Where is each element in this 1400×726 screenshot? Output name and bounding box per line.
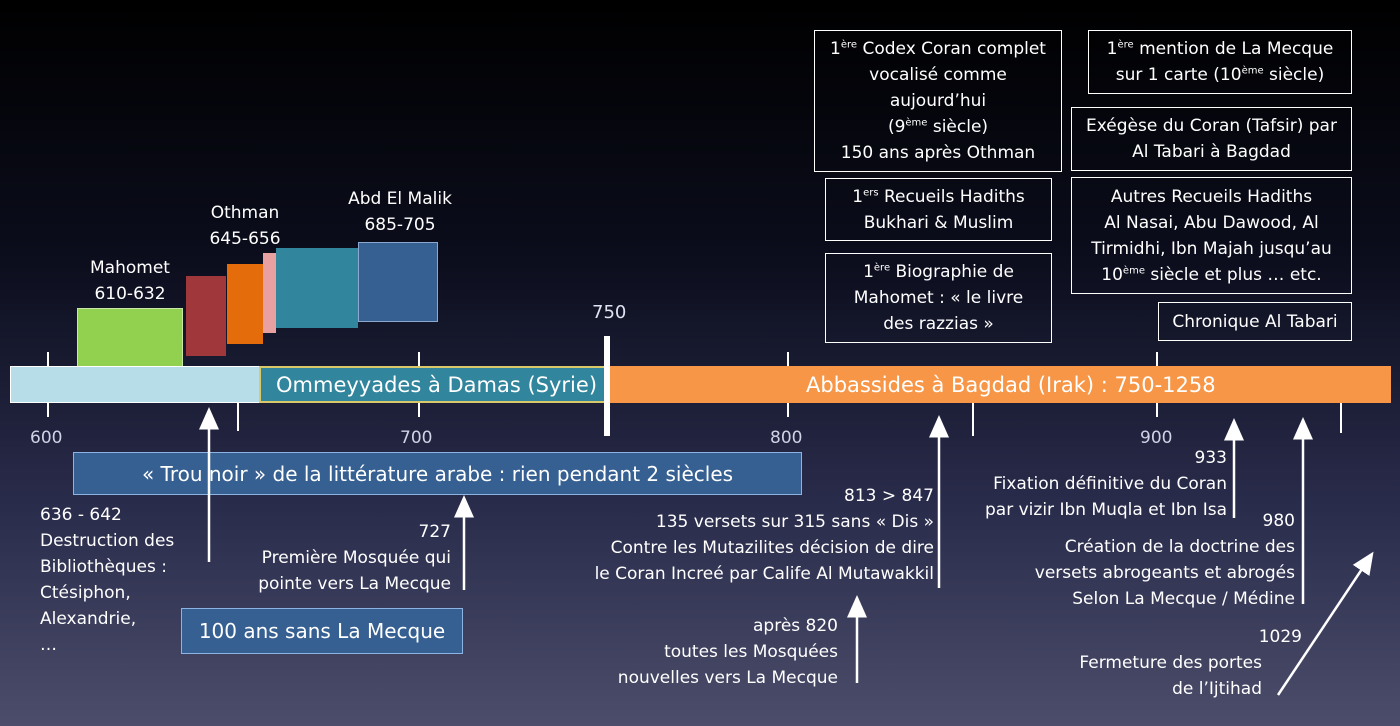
tick-label-900: 900 bbox=[1140, 428, 1173, 448]
caliph-block-1 bbox=[186, 276, 226, 356]
tick-950 bbox=[1340, 403, 1342, 433]
marker-750-label: 750 bbox=[592, 302, 627, 323]
cent-ans-banner: 100 ans sans La Mecque bbox=[181, 608, 463, 654]
tick-800-top bbox=[787, 352, 789, 366]
event-933: Fixation définitive du Coran par vizir I… bbox=[985, 474, 1227, 520]
tick-600-bottom bbox=[47, 403, 49, 417]
tick-800-bottom bbox=[787, 403, 789, 417]
caliph-block-3 bbox=[263, 253, 276, 333]
caliph-block-4 bbox=[276, 248, 358, 328]
othman-label: Othman 645-656 bbox=[209, 203, 281, 249]
tick-850 bbox=[972, 403, 974, 436]
tick-label-600: 600 bbox=[30, 428, 63, 448]
tick-900-bottom bbox=[1156, 403, 1158, 417]
timeline-ommeyyades bbox=[259, 366, 607, 403]
timeline-early bbox=[10, 366, 260, 403]
abd-el-malik-label: Abd El Malik 685-705 bbox=[348, 189, 452, 235]
tick-750 bbox=[604, 336, 610, 436]
biographie-text: 1ère Biographie de Mahomet : « le livre … bbox=[853, 262, 1024, 334]
event-636-642: 636 - 642 Destruction des Bibliothèques … bbox=[40, 505, 175, 655]
mecque-carte-text: 1ère mention de La Mecque sur 1 carte (1… bbox=[1106, 39, 1334, 85]
tick-700-top bbox=[418, 352, 420, 366]
timeline-abbassides bbox=[607, 366, 1391, 403]
event-980-year: 980 bbox=[1262, 511, 1295, 531]
event-820: après 820 toutes les Mosquées nouvelles … bbox=[617, 616, 838, 688]
tick-900-top bbox=[1156, 352, 1158, 366]
abd-el-malik-block bbox=[358, 242, 438, 322]
caliph-block-2 bbox=[227, 264, 263, 344]
event-813-847: 813 > 847 135 versets sur 315 sans « Dis… bbox=[594, 486, 934, 584]
mahomet-label: Mahomet 610-632 bbox=[90, 258, 170, 304]
event-980: Création de la doctrine des versets abro… bbox=[1034, 537, 1295, 609]
mecque-carte-box: 1ère mention de La Mecque sur 1 carte (1… bbox=[1088, 30, 1352, 94]
codex-box: 1ère Codex Coran complet vocalisé comme … bbox=[814, 30, 1062, 172]
tafsir-box: Exégèse du Coran (Tafsir) par Al Tabari … bbox=[1071, 107, 1352, 171]
event-727: 727 Première Mosquée qui pointe vers La … bbox=[258, 522, 451, 594]
arrow-1029 bbox=[1276, 551, 1374, 696]
autres-hadiths-text: Autres Recueils Hadiths Al Nasai, Abu Da… bbox=[1091, 186, 1332, 285]
ommeyyades-label: Ommeyyades à Damas (Syrie) bbox=[276, 373, 598, 397]
tick-700-bottom bbox=[418, 403, 420, 417]
event-933-year: 933 bbox=[1194, 448, 1227, 468]
codex-text: 1ère Codex Coran complet vocalisé comme … bbox=[830, 39, 1046, 163]
event-1029: Fermeture des portes de l’Ijtihad bbox=[1079, 653, 1262, 699]
abbassides-label: Abbassides à Bagdad (Irak) : 750-1258 bbox=[806, 373, 1216, 397]
trou-noir-banner: « Trou noir » de la littérature arabe : … bbox=[73, 452, 802, 495]
event-1029-year: 1029 bbox=[1258, 627, 1302, 647]
chronique-box: Chronique Al Tabari bbox=[1158, 302, 1352, 341]
tick-650 bbox=[237, 403, 239, 431]
tick-label-800: 800 bbox=[770, 428, 803, 448]
hadiths-box: 1ers Recueils Hadiths Bukhari & Muslim bbox=[825, 178, 1052, 241]
tick-600-top bbox=[47, 352, 49, 366]
autres-hadiths-box: Autres Recueils Hadiths Al Nasai, Abu Da… bbox=[1071, 177, 1352, 294]
hadiths-text: 1ers Recueils Hadiths Bukhari & Muslim bbox=[852, 186, 1025, 233]
tick-label-700: 700 bbox=[400, 428, 433, 448]
biographie-box: 1ère Biographie de Mahomet : « le livre … bbox=[825, 253, 1052, 343]
